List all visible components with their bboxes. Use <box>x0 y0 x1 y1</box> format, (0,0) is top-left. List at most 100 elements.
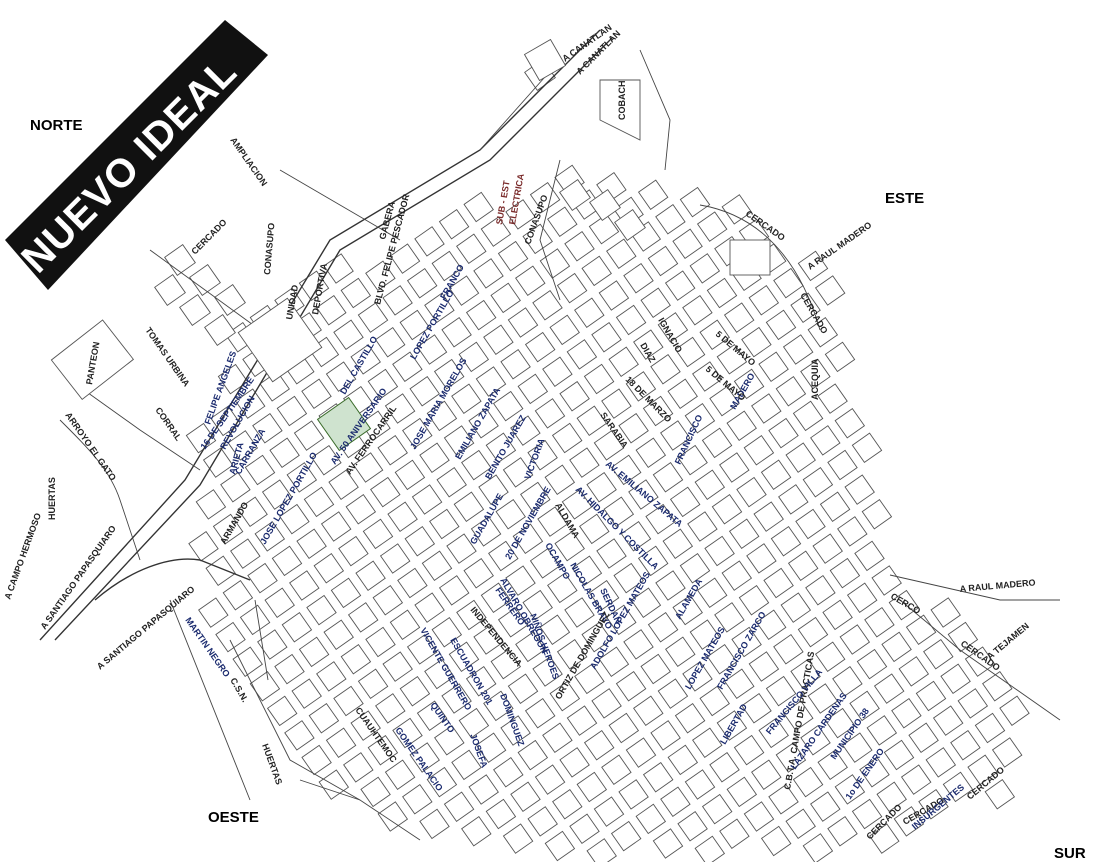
city-block <box>561 489 593 520</box>
city-block <box>534 764 566 795</box>
city-block <box>814 275 846 306</box>
city-block <box>576 405 608 437</box>
city-block <box>579 513 610 545</box>
city-block <box>404 526 436 557</box>
city-block <box>234 388 266 419</box>
city-block <box>298 636 330 668</box>
city-block <box>593 796 625 827</box>
city-block <box>448 275 480 306</box>
city-block <box>274 653 305 685</box>
city-block <box>451 383 482 414</box>
city-block <box>188 530 219 562</box>
fence-label: CERCADO <box>189 217 228 256</box>
city-block <box>797 250 829 282</box>
city-block <box>800 725 831 756</box>
city-block <box>524 698 556 729</box>
city-block <box>350 344 381 375</box>
city-block <box>497 607 529 638</box>
city-block <box>765 675 797 707</box>
city-block <box>655 570 686 601</box>
city-block <box>778 484 809 515</box>
city-block <box>633 695 664 727</box>
city-block <box>328 469 359 500</box>
city-block <box>642 395 674 427</box>
city-block <box>446 533 477 564</box>
city-block <box>539 614 571 645</box>
city-block <box>792 766 824 798</box>
city-block <box>586 838 617 862</box>
city-block <box>942 771 974 803</box>
city-block <box>510 781 541 813</box>
city-block <box>623 629 654 660</box>
city-block <box>797 616 829 648</box>
city-block <box>330 577 362 609</box>
city-block <box>783 700 814 731</box>
city-block <box>674 702 706 734</box>
city-block <box>490 282 521 314</box>
city-block <box>463 191 494 223</box>
city-block <box>608 712 640 744</box>
city-block <box>264 587 295 618</box>
city-block <box>343 752 374 783</box>
fence-area-east <box>729 239 771 276</box>
city-block <box>588 580 620 611</box>
city-block <box>217 363 249 395</box>
city-block <box>586 471 617 503</box>
city-block <box>198 597 229 628</box>
city-block <box>266 695 298 727</box>
city-block <box>204 314 236 346</box>
city-block <box>583 729 615 761</box>
city-block <box>438 575 470 606</box>
city-block <box>687 511 718 542</box>
city-block <box>475 732 507 763</box>
city-block <box>426 400 458 432</box>
city-block <box>179 294 211 326</box>
city-block <box>630 587 662 618</box>
city-block <box>819 491 851 523</box>
city-block <box>606 604 637 636</box>
city-block <box>864 607 895 638</box>
city-block <box>419 808 450 840</box>
title-text: NUEVO IDEAL <box>13 49 245 281</box>
city-block <box>529 548 561 579</box>
city-block <box>244 454 276 486</box>
city-block <box>547 206 578 237</box>
city-block <box>323 619 354 650</box>
city-block <box>810 425 841 456</box>
city-block <box>220 471 251 503</box>
city-block <box>232 646 263 677</box>
city-block <box>984 779 1016 810</box>
city-block <box>357 302 389 333</box>
city-block <box>382 651 413 682</box>
city-blocks <box>154 59 1030 862</box>
city-block <box>614 209 646 241</box>
city-block <box>436 467 467 498</box>
city-block <box>650 353 681 385</box>
city-block <box>925 747 957 778</box>
city-block <box>598 280 630 311</box>
city-block <box>195 489 227 520</box>
city-block <box>974 712 1006 744</box>
city-block <box>591 688 622 719</box>
city-block <box>719 818 750 849</box>
city-block <box>696 211 728 242</box>
city-block <box>377 435 408 466</box>
city-block <box>434 725 465 756</box>
city-block <box>724 668 755 700</box>
city-block <box>316 661 347 692</box>
city-block <box>876 781 907 813</box>
city-block <box>559 179 591 211</box>
city-block <box>662 528 694 559</box>
city-block <box>566 705 598 736</box>
city-block <box>379 543 411 574</box>
city-block <box>313 553 345 584</box>
city-block <box>421 550 453 582</box>
city-block <box>549 680 581 712</box>
city-block <box>429 508 460 540</box>
city-block <box>751 393 782 424</box>
city-block <box>259 371 290 402</box>
city-block <box>355 560 386 591</box>
city-block <box>461 449 492 481</box>
city-block <box>589 189 621 221</box>
